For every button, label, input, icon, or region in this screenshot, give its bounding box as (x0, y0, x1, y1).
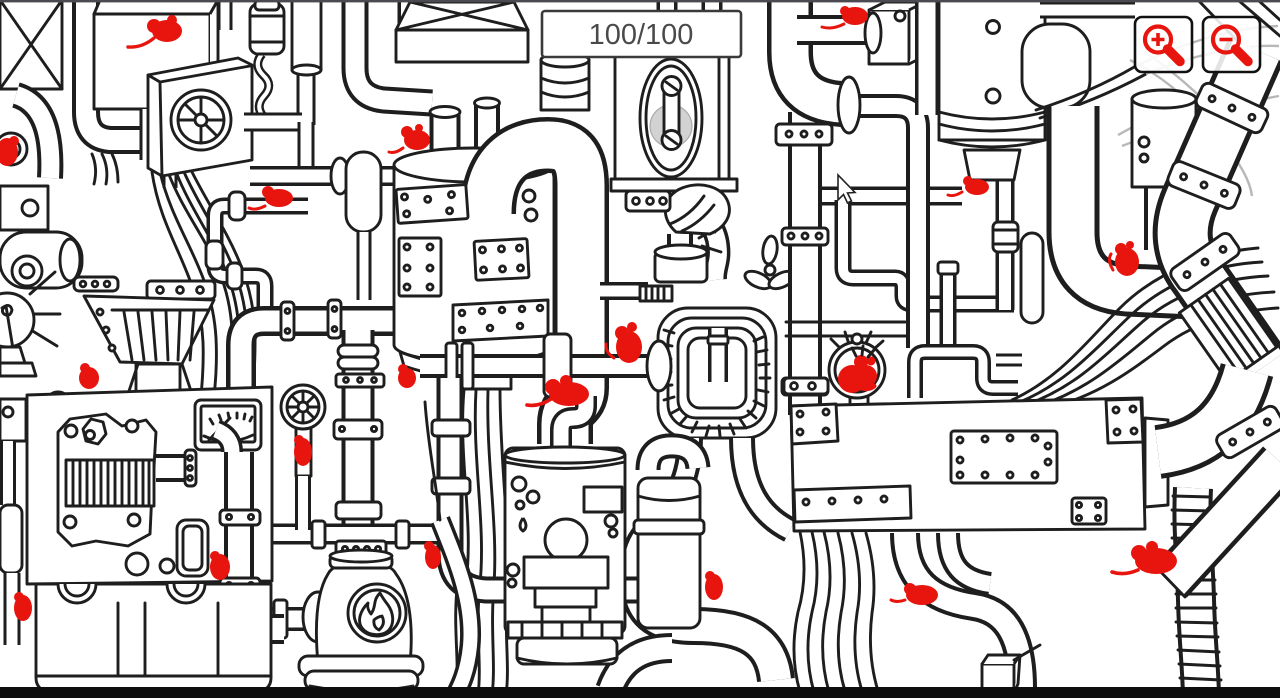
svg-text:100/100: 100/100 (589, 19, 694, 51)
